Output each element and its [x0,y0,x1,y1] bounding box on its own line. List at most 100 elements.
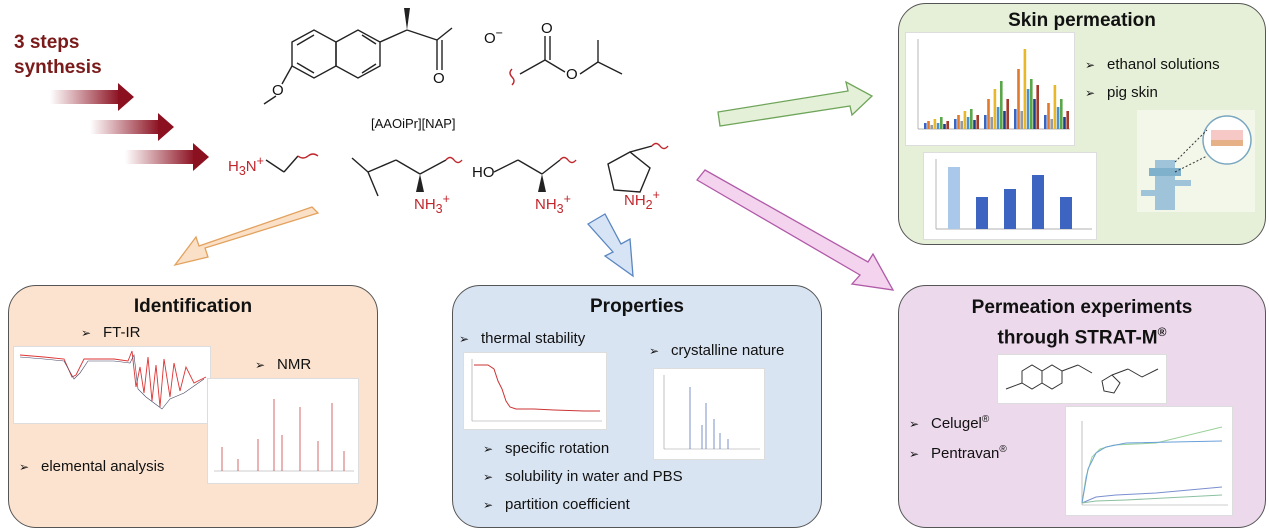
strat-m-title-line-2: through STRAT-M® [997,325,1167,349]
chiral-wedge-naproxen [404,8,410,30]
decorative-bar [970,109,973,129]
arrowhead-bullet-icon: ➢ [483,498,494,512]
arrowhead-bullet-icon: ➢ [459,332,470,346]
decorative-bar [946,121,949,129]
decorative-bar [1030,79,1033,129]
decorative-bar [1047,103,1050,129]
decorative-bar [990,117,993,129]
glycine-ammonium-label: H3N+ [228,154,264,178]
franz-cell-illustration [1137,110,1255,212]
ester-carbonyl-oxygen: O [541,20,553,37]
decorative-bar [936,123,940,129]
xrd-pattern-thumbnail [653,368,765,460]
decorative-bar [993,89,997,129]
strat-m-title-line-1: Permeation experiments [971,297,1193,318]
decorative-bar [1000,81,1003,129]
properties-bullet-solubility: ➢solubility in water and PBS [483,468,683,485]
decorative-bar [957,115,960,129]
arrowhead-bullet-icon: ➢ [483,442,494,456]
cation-leucine-structure [351,156,463,197]
decorative-bar [996,107,1000,129]
arrow-to-identification [173,206,320,267]
strat-m-box: Permeation experiments through STRAT-M® … [898,285,1266,528]
identification-bullet-ftir: ➢FT-IR [81,324,141,341]
ester-ether-oxygen: O [566,66,578,83]
decorative-bar [1003,111,1006,129]
cation-serine-structure [493,156,577,175]
identification-box: Identification ➢FT-IR ➢NMR ➢elemental an… [8,285,378,528]
tga-curve-thumbnail [463,352,607,430]
synthesis-arrow-1 [50,83,134,111]
properties-box: Properties ➢thermal stability ➢crystalli… [452,285,822,528]
decorative-bar [973,120,976,129]
decorative-bar [984,115,987,129]
decorative-bar [1017,69,1020,129]
identification-bullet-nmr: ➢NMR [255,356,312,373]
arrow-to-properties [586,213,634,278]
decorative-bar [933,119,937,129]
chiral-wedge-leucine [416,174,424,192]
skin-blue-bar-thumbnail [923,152,1097,240]
strat-bullet-celugel: ➢Celugel® [909,414,990,432]
arrowhead-bullet-icon: ➢ [909,417,920,431]
arrowhead-bullet-icon: ➢ [81,326,92,340]
decorative-bar [963,111,967,129]
decorative-bar [940,117,943,129]
arrowhead-bullet-icon: ➢ [909,447,920,461]
decorative-bar [1053,85,1057,129]
proline-ammonium-label: NH2+ [624,188,660,212]
strat-permeation-curve-thumbnail [1065,406,1233,516]
skin-permeation-box: Skin permeation ➢ethanol solutions ➢pig … [898,3,1266,245]
decorative-bar [1050,119,1053,129]
synthesis-label: 3 steps synthesis [14,30,102,80]
skin-bullet-1: ➢ethanol solutions [1085,56,1220,73]
serine-ammonium-label: NH3+ [535,192,571,216]
chiral-wedge-serine [538,174,546,192]
cation-glycine-structure [265,153,319,173]
decorative-bar [1006,99,1009,129]
decorative-bar [954,119,957,129]
methoxy-oxygen: O [272,82,284,99]
strat-bullet-pentravan: ➢Pentravan® [909,444,1007,462]
decorative-bar [1023,49,1027,129]
arrowhead-bullet-icon: ➢ [649,344,660,358]
arrow-to-skin-permeation [717,80,874,127]
decorative-bar [1026,89,1030,129]
decorative-bar [987,99,990,129]
decorative-bar [927,121,930,129]
skin-bullet-2: ➢pig skin [1085,84,1158,101]
decorative-bar [960,121,963,129]
decorative-bar [1044,115,1047,129]
serine-hydroxyl-label: HO [472,164,495,181]
arrowhead-bullet-icon: ➢ [19,460,30,474]
synthesis-line-1: 3 steps [14,32,80,53]
nmr-spectrum-thumbnail [207,378,359,484]
decorative-bar [1056,107,1060,129]
arrow-to-strat [696,169,895,291]
arrowhead-bullet-icon: ➢ [1085,58,1096,72]
identification-bullet-elemental: ➢elemental analysis [19,458,165,475]
decorative-bar [1066,111,1069,129]
decorative-bar [1020,111,1023,129]
carboxylate-oxygen: O [433,70,445,87]
decorative-bar [1063,117,1066,129]
decorative-bar [943,124,946,129]
ester-fragment-structure [509,36,623,86]
cation-proline-structure [607,142,669,193]
skin-bar-chart-thumbnail [905,32,1075,146]
naproxen-anion-structure [263,27,453,105]
decorative-bar [1014,109,1017,129]
arrowhead-bullet-icon: ➢ [255,358,266,372]
properties-bullet-thermal: ➢thermal stability [459,330,586,347]
carboxylate-oxygen-charged: O− [484,26,503,47]
strat-structure-thumbnail [997,354,1167,404]
synthesis-line-2: synthesis [14,57,102,78]
properties-bullet-partition: ➢partition coefficient [483,496,630,513]
decorative-bar [976,115,979,129]
decorative-bar [1033,99,1036,129]
properties-bullet-crystalline: ➢crystalline nature [649,342,785,359]
arrowhead-bullet-icon: ➢ [1085,86,1096,100]
decorative-bar [930,125,933,129]
leucine-ammonium-label: NH3+ [414,192,450,216]
